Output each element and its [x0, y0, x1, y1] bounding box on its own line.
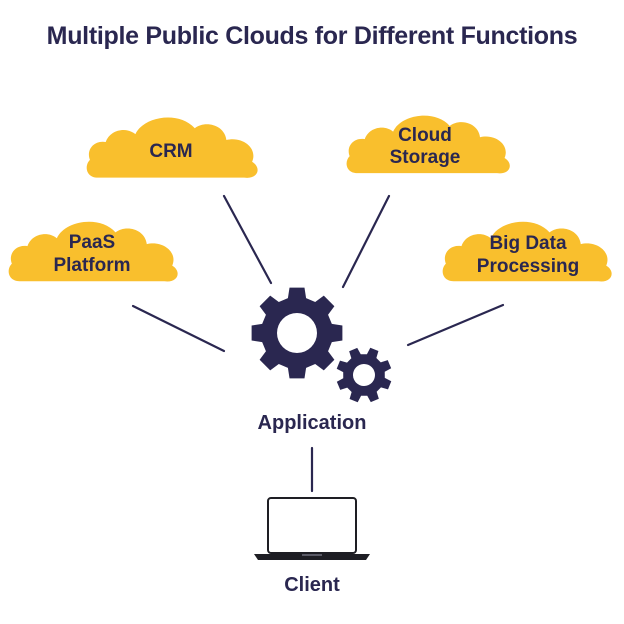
laptop-trackpad-notch: [302, 554, 322, 556]
connector-cloud-storage: [341, 194, 391, 289]
cloud-paas-platform: PaaS Platform: [8, 221, 178, 282]
cloud-cloud-storage: Cloud Storage: [346, 115, 510, 174]
connector-crm: [222, 194, 273, 285]
client-label: Client: [284, 574, 340, 596]
cloud-cloud-storage-label-line1: Cloud: [398, 125, 452, 146]
connector-lines: [131, 194, 505, 493]
connector-big-data-processing: [406, 303, 505, 347]
small-gear-icon: [336, 347, 392, 403]
diagram-title: Multiple Public Clouds for Different Fun…: [46, 22, 578, 50]
cloud-crm: CRM: [86, 117, 258, 178]
gears-icon: [251, 287, 392, 403]
laptop-base: [254, 554, 370, 560]
cloud-big-data-processing-label-line2: Processing: [477, 256, 579, 277]
cloud-paas-platform-label-line1: PaaS: [69, 232, 115, 253]
small-gear-shape: [336, 347, 392, 403]
cloud-crm-label: CRM: [149, 141, 192, 162]
laptop-screen: [267, 497, 357, 554]
large-gear-shape: [251, 287, 343, 379]
cloud-big-data-processing: Big Data Processing: [442, 221, 612, 282]
cloud-cloud-storage-label-line2: Storage: [390, 147, 461, 168]
cloud-big-data-processing-label-line1: Big Data: [489, 233, 567, 254]
application-label: Application: [258, 412, 367, 434]
laptop-icon: [254, 497, 370, 560]
connector-paas-platform: [131, 304, 226, 353]
large-gear-icon: [251, 287, 343, 379]
cloud-paas-platform-label-line2: Platform: [53, 255, 130, 276]
